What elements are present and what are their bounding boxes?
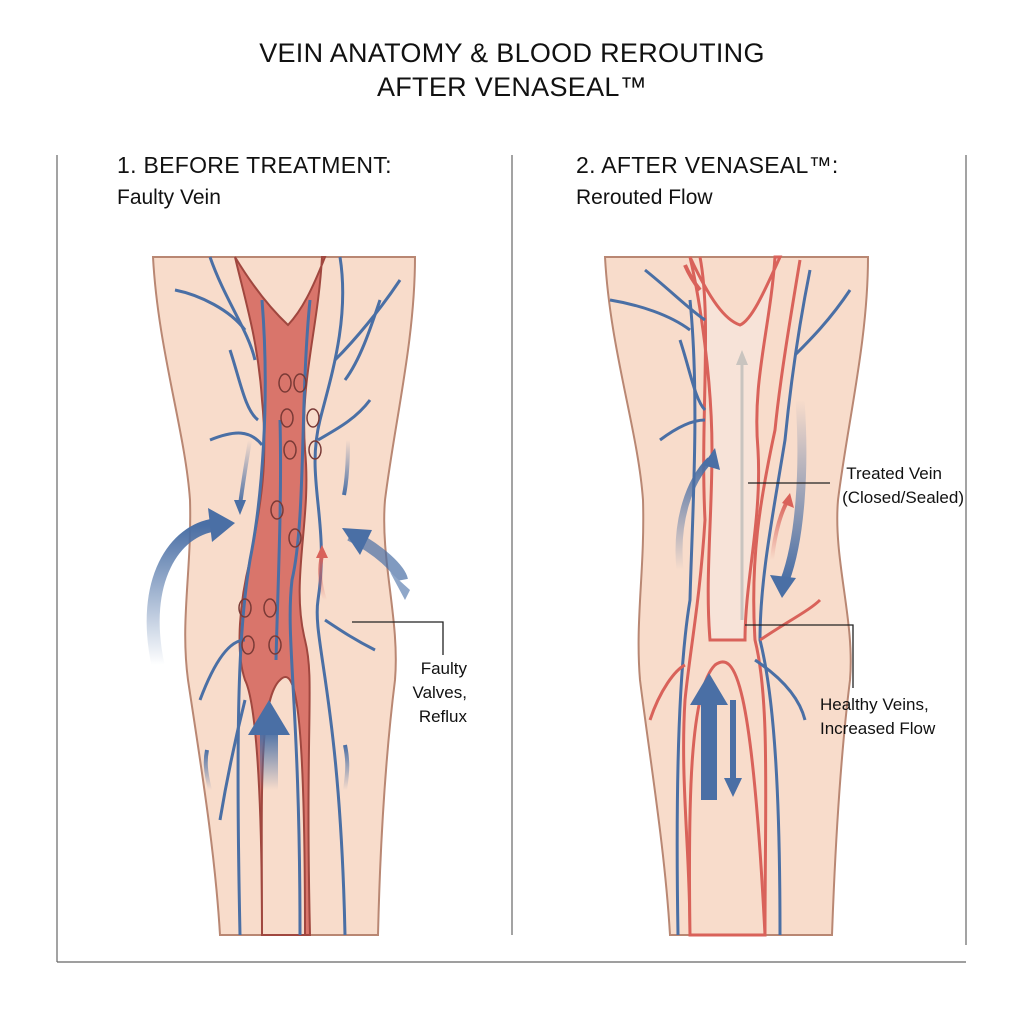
title-line-1: VEIN ANATOMY & BLOOD REROUTING — [259, 38, 765, 68]
label-line-2: Reflux — [418, 707, 467, 726]
healthy-veins-label: Healthy Veins, Increased Flow — [820, 693, 935, 741]
treated-vein-sealed — [688, 255, 783, 642]
flow-arrows — [146, 439, 410, 791]
label-line-1: Treated Vein — [846, 464, 942, 483]
up-arrow-icon — [701, 700, 717, 800]
leg-before-treatment — [146, 256, 444, 936]
healthy-veins — [609, 256, 852, 936]
label-line-1: Healthy Veins, — [820, 695, 929, 714]
label-line-1: Faulty Valves, — [412, 659, 468, 702]
leader-line — [352, 621, 444, 655]
treated-vein-label: Treated Vein (Closed/Sealed) — [830, 462, 964, 510]
faulty-valves-label: Faulty Valves, Reflux — [381, 657, 468, 729]
faulty-valves — [238, 373, 322, 655]
panel-1-heading: 1. BEFORE TREATMENT: — [117, 152, 392, 178]
blue-veins — [174, 256, 402, 936]
label-line-2: Increased Flow — [820, 719, 936, 738]
label-line-2: (Closed/Sealed) — [842, 488, 964, 507]
curved-arrow-icon — [146, 518, 217, 667]
leader-line — [745, 624, 854, 688]
flow-arrows — [675, 264, 807, 800]
panel-2-subheading: Rerouted Flow — [576, 186, 713, 209]
title-line-2: AFTER VENASEAL™ — [376, 72, 648, 102]
frame — [56, 155, 967, 963]
up-arrow-icon — [260, 730, 278, 790]
diagram-title: VEIN ANATOMY & BLOOD REROUTING AFTER VEN… — [0, 36, 1024, 104]
leg-after-venaseal — [603, 255, 870, 937]
panel-2-heading: 2. AFTER VENASEAL™: — [576, 152, 839, 178]
panel-1-subheading: Faulty Vein — [117, 186, 221, 209]
